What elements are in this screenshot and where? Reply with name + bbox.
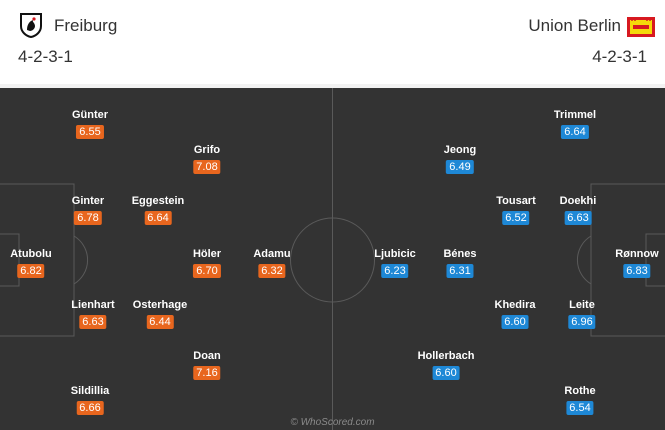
away-team-name[interactable]: Union Berlin bbox=[528, 16, 621, 35]
header-divider bbox=[0, 84, 665, 88]
match-header: Freiburg 4-2-3-1 Union Berlin 4-2-3-1 bbox=[0, 0, 665, 84]
away-player[interactable]: Doekhi 6.63 bbox=[559, 195, 597, 226]
player-name: Grifo bbox=[193, 144, 221, 156]
player-rating-badge: 6.66 bbox=[76, 401, 104, 415]
home-player[interactable]: Eggestein 6.64 bbox=[131, 195, 185, 226]
player-rating-badge: 6.96 bbox=[568, 315, 596, 329]
player-name: Leite bbox=[569, 299, 595, 311]
home-player[interactable]: Sildillia 6.66 bbox=[70, 385, 110, 416]
away-player[interactable]: Trimmel 6.64 bbox=[554, 109, 596, 140]
player-rating-badge: 6.32 bbox=[258, 264, 286, 278]
away-player[interactable]: Tousart 6.52 bbox=[496, 195, 536, 226]
union-berlin-crest-icon bbox=[627, 17, 655, 37]
player-name: Adamu bbox=[253, 248, 291, 260]
player-name: Khedira bbox=[494, 299, 536, 311]
home-player[interactable]: Ginter 6.78 bbox=[72, 195, 104, 226]
home-player[interactable]: Grifo 7.08 bbox=[193, 144, 221, 175]
player-name: Sildillia bbox=[70, 385, 110, 397]
player-name: Günter bbox=[71, 109, 109, 121]
home-player[interactable]: Lienhart 6.63 bbox=[71, 299, 115, 330]
player-rating-badge: 6.63 bbox=[564, 211, 592, 225]
player-rating-badge: 6.49 bbox=[446, 160, 474, 174]
home-player[interactable]: Doan 7.16 bbox=[193, 350, 221, 381]
away-player[interactable]: Ljubicic 6.23 bbox=[374, 248, 416, 279]
away-player[interactable]: Khedira 6.60 bbox=[494, 299, 536, 330]
player-rating-badge: 6.70 bbox=[193, 264, 221, 278]
away-player[interactable]: Jeong 6.49 bbox=[444, 144, 476, 175]
player-rating-badge: 6.55 bbox=[76, 125, 104, 139]
away-formation: 4-2-3-1 bbox=[592, 47, 647, 66]
home-player[interactable]: Günter 6.55 bbox=[72, 109, 108, 140]
player-rating-badge: 6.63 bbox=[79, 315, 107, 329]
player-rating-badge: 6.44 bbox=[146, 315, 174, 329]
player-rating-badge: 6.64 bbox=[561, 125, 589, 139]
player-rating-badge: 6.52 bbox=[502, 211, 530, 225]
player-rating-badge: 6.54 bbox=[566, 401, 594, 415]
player-name: Hollerbach bbox=[417, 350, 475, 362]
watermark: © WhoScored.com bbox=[290, 417, 375, 428]
player-name: Doekhi bbox=[559, 195, 597, 207]
player-rating-badge: 6.60 bbox=[432, 366, 460, 380]
player-name: Osterhage bbox=[132, 299, 188, 311]
player-rating-badge: 6.83 bbox=[623, 264, 651, 278]
home-goalkeeper[interactable]: Atubolu 6.82 bbox=[10, 248, 52, 279]
freiburg-crest-icon bbox=[20, 13, 42, 38]
player-name: Tousart bbox=[496, 195, 536, 207]
player-name: Atubolu bbox=[10, 248, 52, 260]
home-player[interactable]: Adamu 6.32 bbox=[253, 248, 291, 279]
home-formation: 4-2-3-1 bbox=[18, 47, 73, 66]
player-rating-badge: 6.78 bbox=[74, 211, 102, 225]
player-rating-badge: 6.31 bbox=[446, 264, 474, 278]
player-name: Höler bbox=[192, 248, 222, 260]
player-rating-badge: 6.82 bbox=[17, 264, 45, 278]
player-name: Lienhart bbox=[71, 299, 115, 311]
player-name: Rothe bbox=[564, 385, 596, 397]
player-name: Rønnow bbox=[615, 248, 659, 260]
player-rating-badge: 6.60 bbox=[501, 315, 529, 329]
away-goalkeeper[interactable]: Rønnow 6.83 bbox=[615, 248, 659, 279]
player-name: Jeong bbox=[443, 144, 477, 156]
home-team-name[interactable]: Freiburg bbox=[54, 16, 118, 35]
player-name: Ljubicic bbox=[374, 248, 416, 260]
away-player[interactable]: Leite 6.96 bbox=[568, 299, 596, 330]
home-player[interactable]: Osterhage 6.44 bbox=[133, 299, 187, 330]
away-player[interactable]: Bénes 6.31 bbox=[443, 248, 477, 279]
player-rating-badge: 7.08 bbox=[193, 160, 221, 174]
player-name: Ginter bbox=[71, 195, 105, 207]
home-player[interactable]: Höler 6.70 bbox=[193, 248, 221, 279]
player-rating-badge: 7.16 bbox=[193, 366, 221, 380]
player-rating-badge: 6.64 bbox=[144, 211, 172, 225]
away-player[interactable]: Rothe 6.54 bbox=[564, 385, 596, 416]
away-player[interactable]: Hollerbach 6.60 bbox=[417, 350, 475, 381]
player-name: Trimmel bbox=[553, 109, 597, 121]
player-rating-badge: 6.23 bbox=[381, 264, 409, 278]
pitch-lines bbox=[0, 88, 665, 430]
player-name: Doan bbox=[193, 350, 221, 362]
player-name: Bénes bbox=[443, 248, 477, 260]
player-name: Eggestein bbox=[131, 195, 185, 207]
pitch: Günter 6.55 Grifo 7.08 Ginter 6.78 Egges… bbox=[0, 88, 665, 430]
